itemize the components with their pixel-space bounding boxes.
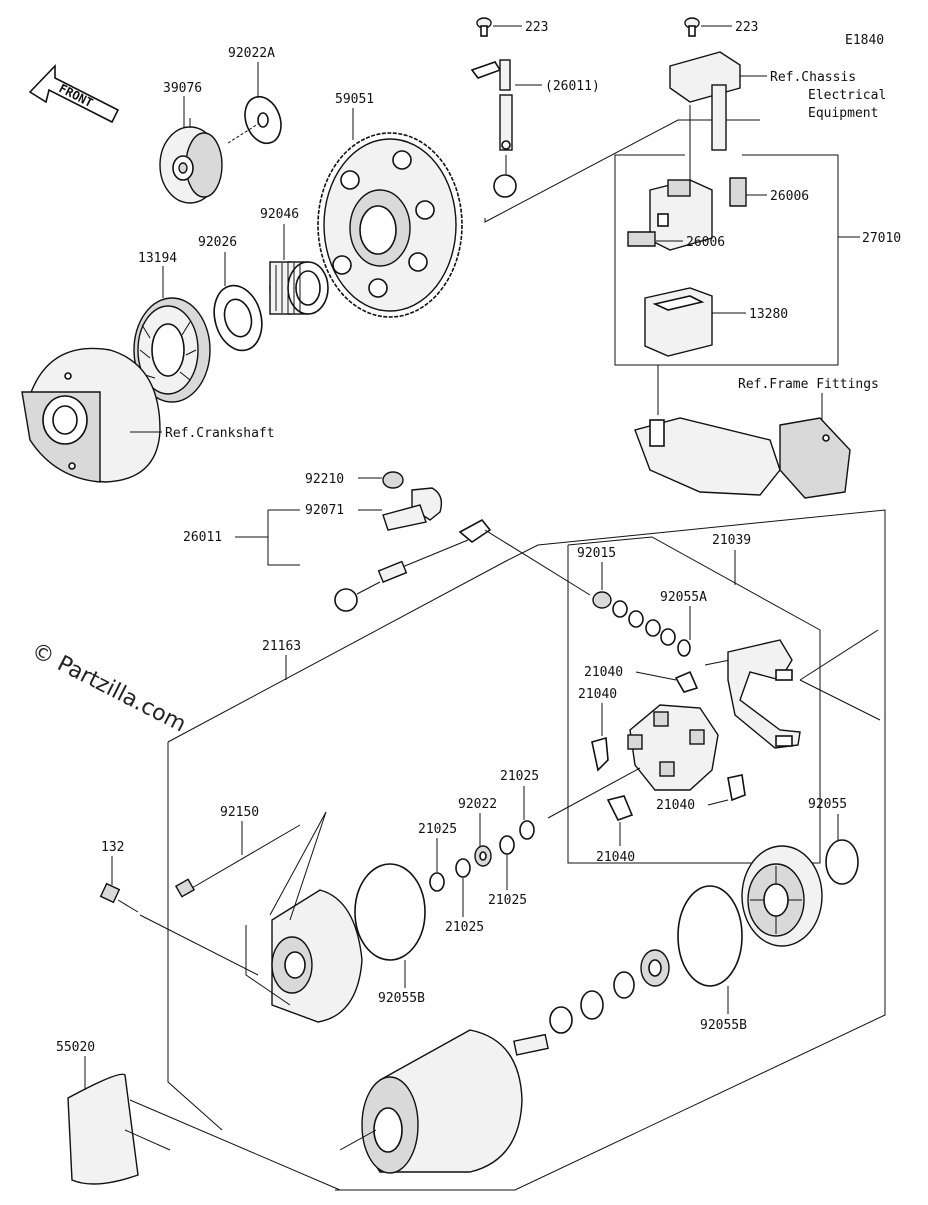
- screw-223-left: [476, 17, 492, 37]
- bolt-132: [99, 882, 139, 913]
- label-92210: 92210: [305, 472, 344, 487]
- label-26006-a: 26006: [770, 189, 809, 204]
- boot-92071: [382, 487, 443, 531]
- label-21040-c: 21040: [656, 798, 695, 813]
- washers-stack: [612, 600, 691, 657]
- washer-21025-c: [499, 835, 515, 855]
- watermark: © Partzilla.com: [27, 638, 190, 737]
- label-223-left: 223: [525, 20, 548, 35]
- diagram-code: E1840: [845, 33, 884, 48]
- label-55020: 55020: [56, 1040, 95, 1055]
- bearing-92046: [269, 261, 329, 315]
- label-92055: 92055: [808, 797, 847, 812]
- washer-92026: [213, 284, 263, 352]
- label-92046: 92046: [260, 207, 299, 222]
- label-27010: 27010: [862, 231, 901, 246]
- cover-55020: [67, 1073, 139, 1185]
- ref-crankshaft: Ref.Crankshaft: [165, 426, 275, 441]
- label-59051: 59051: [335, 92, 374, 107]
- chassis-electrical: [669, 51, 741, 151]
- label-92022A: 92022A: [228, 46, 275, 61]
- spring-21040-d: [606, 795, 634, 821]
- label-21040-d: 21040: [596, 850, 635, 865]
- relay-switch: [649, 105, 713, 251]
- ref-chassis-2: Electrical: [808, 88, 886, 103]
- label-92150: 92150: [220, 805, 259, 820]
- washer-21025-d: [519, 820, 535, 840]
- label-92022: 92022: [458, 797, 497, 812]
- front-arrow-icon: FRONT: [28, 64, 120, 124]
- o-ring-92055B-right: [677, 885, 743, 987]
- nut-92015: [592, 591, 612, 609]
- fuse-26006-b: [627, 231, 656, 247]
- flywheel: [21, 347, 161, 483]
- rear-cover: [741, 845, 823, 947]
- washer-92022A: [244, 95, 282, 145]
- spring-21040-b: [591, 736, 609, 772]
- spring-21040-a: [674, 670, 699, 693]
- frame-fittings: [634, 417, 851, 499]
- screw-223-right: [684, 17, 700, 37]
- label-21039: 21039: [712, 533, 751, 548]
- armature-motor: [339, 1029, 549, 1174]
- gear-39076: [159, 126, 223, 204]
- label-21025-b: 21025: [445, 920, 484, 935]
- label-21025-a: 21025: [418, 822, 457, 837]
- nut-92210: [382, 471, 404, 489]
- label-26011-top: (26011): [545, 79, 600, 94]
- label-26011: 26011: [183, 530, 222, 545]
- ref-a-bottom: [334, 588, 358, 612]
- label-21163: 21163: [262, 639, 301, 654]
- fuse-26006-a: [729, 177, 747, 207]
- ref-chassis-1: Ref.Chassis: [770, 70, 856, 85]
- label-21040-b: 21040: [578, 687, 617, 702]
- label-21040-a: 21040: [584, 665, 623, 680]
- cable-26011: [377, 518, 492, 583]
- lock-plate: [640, 949, 670, 987]
- ref-frame-fittings: Ref.Frame Fittings: [738, 377, 879, 392]
- label-92026: 92026: [198, 235, 237, 250]
- clutch-13194: [133, 297, 211, 403]
- label-21025-d: 21025: [500, 769, 539, 784]
- ref-chassis-3: Equipment: [808, 106, 878, 121]
- brush-holder-plate: [627, 704, 719, 791]
- washer-21025-a: [429, 872, 445, 892]
- ref-a-top: [493, 174, 517, 198]
- spring-21040-c: [727, 774, 746, 802]
- bolt-92150: [174, 824, 301, 898]
- label-92055A: 92055A: [660, 590, 707, 605]
- front-cover: [271, 889, 363, 1023]
- label-13194: 13194: [138, 251, 177, 266]
- label-92015: 92015: [577, 546, 616, 561]
- label-132: 132: [101, 840, 124, 855]
- front-label: FRONT: [57, 81, 96, 110]
- label-13280: 13280: [749, 307, 788, 322]
- label-26006-b: 26006: [686, 235, 725, 250]
- label-39076: 39076: [163, 81, 202, 96]
- cable-26011-top: [470, 59, 513, 151]
- gear-59051: [317, 132, 463, 318]
- o-ring-92055B-left: [354, 863, 426, 961]
- label-223-right: 223: [735, 20, 758, 35]
- relay-cover-13280: [644, 287, 713, 357]
- o-ring-92055: [825, 839, 859, 885]
- shims: [549, 971, 635, 1034]
- brush-terminal: [704, 639, 801, 749]
- washer-92022: [474, 845, 492, 867]
- washer-21025-b: [455, 858, 471, 878]
- label-92071: 92071: [305, 503, 344, 518]
- label-92055B-left: 92055B: [378, 991, 425, 1006]
- label-92055B-right: 92055B: [700, 1018, 747, 1033]
- label-21025-c: 21025: [488, 893, 527, 908]
